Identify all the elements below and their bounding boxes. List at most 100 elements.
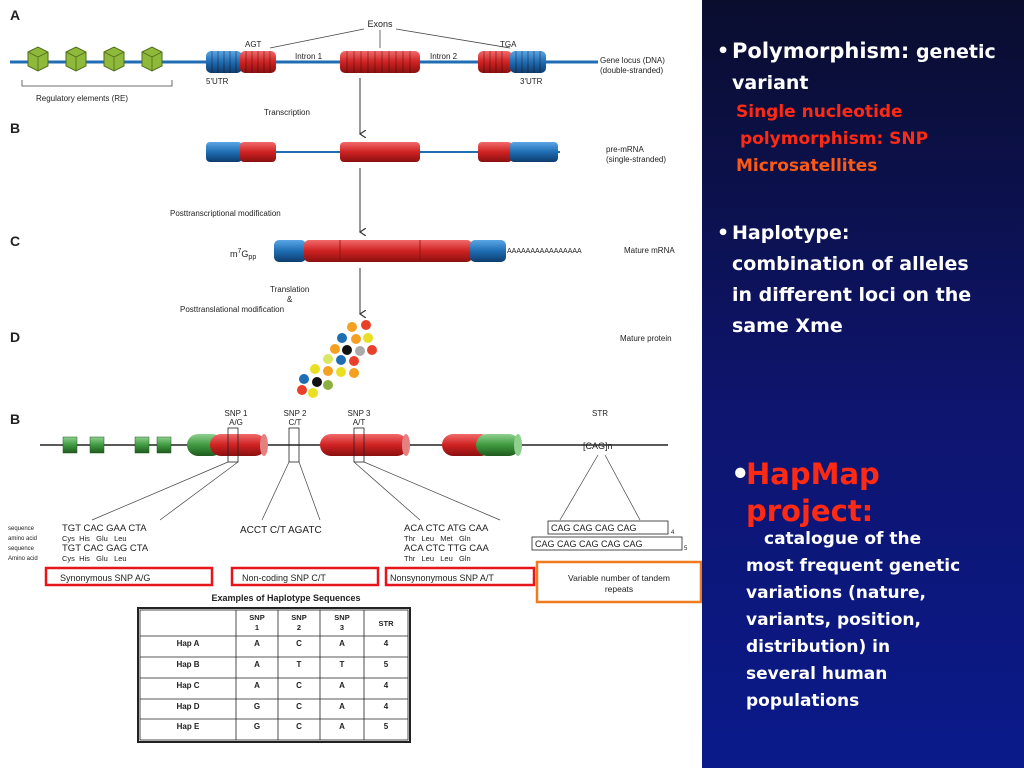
protein-beads <box>297 320 377 398</box>
table-cell: 5 <box>384 722 389 731</box>
bullet-haplotype: • Haplotype: combination of alleles in d… <box>717 218 972 342</box>
bullet-hapmap: • HapMap project: catalogue of the most … <box>731 456 961 715</box>
bullet-dot: • <box>731 457 750 491</box>
translation-label-3: Posttranslational modification <box>180 305 284 314</box>
noncoding-seq: ACCT C/T AGATC <box>240 525 322 536</box>
syn-seq-2: TGT CAC GAG CTA <box>62 543 149 554</box>
cag-row-1-count: 4 <box>671 530 675 536</box>
gene-figure: A Exons AGT Intron 1 Intron 2 TGA Regula… <box>8 7 702 743</box>
posttranscriptional-label: Posttranscriptional modification <box>170 209 281 218</box>
haplotype-line1: combination of alleles <box>732 253 969 275</box>
table-cell: 4 <box>384 639 389 648</box>
hapmap-body-2: most frequent genetic <box>746 556 961 576</box>
nonsyn-aa-2: Thr Leu Leu Gln <box>404 554 471 563</box>
hapmap-body-6: several human <box>746 664 888 684</box>
table-cell: T <box>297 660 302 669</box>
table-cell: C <box>296 639 302 648</box>
regulatory-elements <box>27 46 163 72</box>
intron2-label: Intron 2 <box>430 52 458 61</box>
haplotype-line2: in different loci on the <box>732 284 972 306</box>
table-cell: Hap B <box>176 660 199 669</box>
table-cell: G <box>254 702 260 711</box>
table-cell: Hap C <box>176 681 199 690</box>
nonsyn-seq-1: ACA CTC ATG CAA <box>404 523 489 534</box>
vntr-label-1: Variable number of tandem <box>568 573 670 583</box>
transcription-label: Transcription <box>264 108 310 117</box>
snp1-alleles: A/G <box>229 418 243 427</box>
hapmap-body-5: distribution) in <box>746 637 891 657</box>
snp3-alleles: A/T <box>353 418 366 427</box>
table-cell: A <box>339 702 345 711</box>
hapmap-body-4: variants, position, <box>746 610 921 630</box>
cag-repeat-label: [CAG]n <box>583 441 613 451</box>
snp1-label: SNP 1 <box>225 409 249 418</box>
table-header: SNP <box>291 613 306 622</box>
str-label: STR <box>592 409 608 418</box>
table-cell: A <box>339 681 345 690</box>
nonsynonymous-box-label: Nonsynonymous SNP A/T <box>390 573 494 583</box>
amino-label-2: Amino acid <box>8 556 38 562</box>
bullet-dot: • <box>717 222 730 244</box>
table-cell: A <box>339 722 345 731</box>
premrna-label-2: (single-stranded) <box>606 155 666 164</box>
panel-a-label: A <box>10 7 20 23</box>
noncoding-box-label: Non-coding SNP C/T <box>242 573 326 583</box>
bullet-dot: • <box>717 40 730 62</box>
polya-tail: AAAAAAAAAAAAAAAA <box>507 248 582 255</box>
table-cell: Hap A <box>177 639 200 648</box>
translation-label-1: Translation <box>270 285 309 294</box>
table-header: SNP <box>249 613 264 622</box>
agt-label: AGT <box>245 40 262 49</box>
polymorphism-line2: variant <box>732 72 809 94</box>
hapmap-heading-1: HapMap <box>746 457 880 491</box>
table-header: 2 <box>297 623 301 632</box>
table-cell: C <box>296 722 302 731</box>
table-title: Examples of Haplotype Sequences <box>211 593 360 603</box>
snp-line1: Single nucleotide <box>736 102 903 122</box>
table-cell: 4 <box>384 702 389 711</box>
premrna-strand <box>206 142 558 162</box>
seq-label-2: sequence <box>8 546 35 552</box>
syn-seq-1: TGT CAC GAA CTA <box>62 523 147 534</box>
vntr-label-2: repeats <box>605 584 633 594</box>
mature-protein-label: Mature protein <box>620 334 672 343</box>
table-cell: A <box>339 639 345 648</box>
synonymous-box-label: Synonymous SNP A/G <box>60 573 150 583</box>
mature-mrna-strand <box>274 240 506 262</box>
hapmap-body-3: variations (nature, <box>746 583 926 603</box>
syn-aa-2: Cys His Glu Leu <box>62 554 127 563</box>
gene-locus-label-1: Gene locus (DNA) <box>600 56 665 65</box>
gene-locus-exons <box>206 51 546 73</box>
nonsyn-aa-1: Thr Leu Met Gln <box>404 534 471 543</box>
re-label: Regulatory elements (RE) <box>36 94 128 103</box>
cag-row-2-count: 5 <box>684 546 688 552</box>
panel-a-c-label: C <box>10 233 20 249</box>
polymorphism-rest: genetic <box>909 41 996 63</box>
syn-aa-1: Cys His Glu Leu <box>62 534 127 543</box>
table-cell: G <box>254 722 260 731</box>
translation-label-2: & <box>287 295 293 304</box>
intron1-label: Intron 1 <box>295 52 323 61</box>
gene-locus-label-2: (double-stranded) <box>600 66 663 75</box>
cap-label: m7Gpp <box>230 248 256 261</box>
nonsyn-seq-2: ACA CTC TTG CAA <box>404 543 489 554</box>
table-cell: 4 <box>384 681 389 690</box>
table-cell: A <box>254 660 260 669</box>
haplotype-line3: same Xme <box>732 315 843 337</box>
panel-b-label: B <box>10 411 20 427</box>
hapmap-body-1: catalogue of the <box>764 529 922 549</box>
table-cell: T <box>340 660 345 669</box>
snp-line2: polymorphism: SNP <box>740 129 929 149</box>
table-cell: A <box>254 681 260 690</box>
polymorphism-heading: Polymorphism: <box>732 39 910 63</box>
premrna-label-1: pre-mRNA <box>606 145 644 154</box>
utr5-label: 5'UTR <box>206 77 229 86</box>
panel-a-d-label: D <box>10 329 20 345</box>
table-cell: 5 <box>384 660 389 669</box>
table-cell: C <box>296 702 302 711</box>
table-header: 3 <box>340 623 344 632</box>
vntr-box <box>535 560 702 604</box>
snp3-label: SNP 3 <box>348 409 372 418</box>
hapmap-body-7: populations <box>746 691 860 711</box>
